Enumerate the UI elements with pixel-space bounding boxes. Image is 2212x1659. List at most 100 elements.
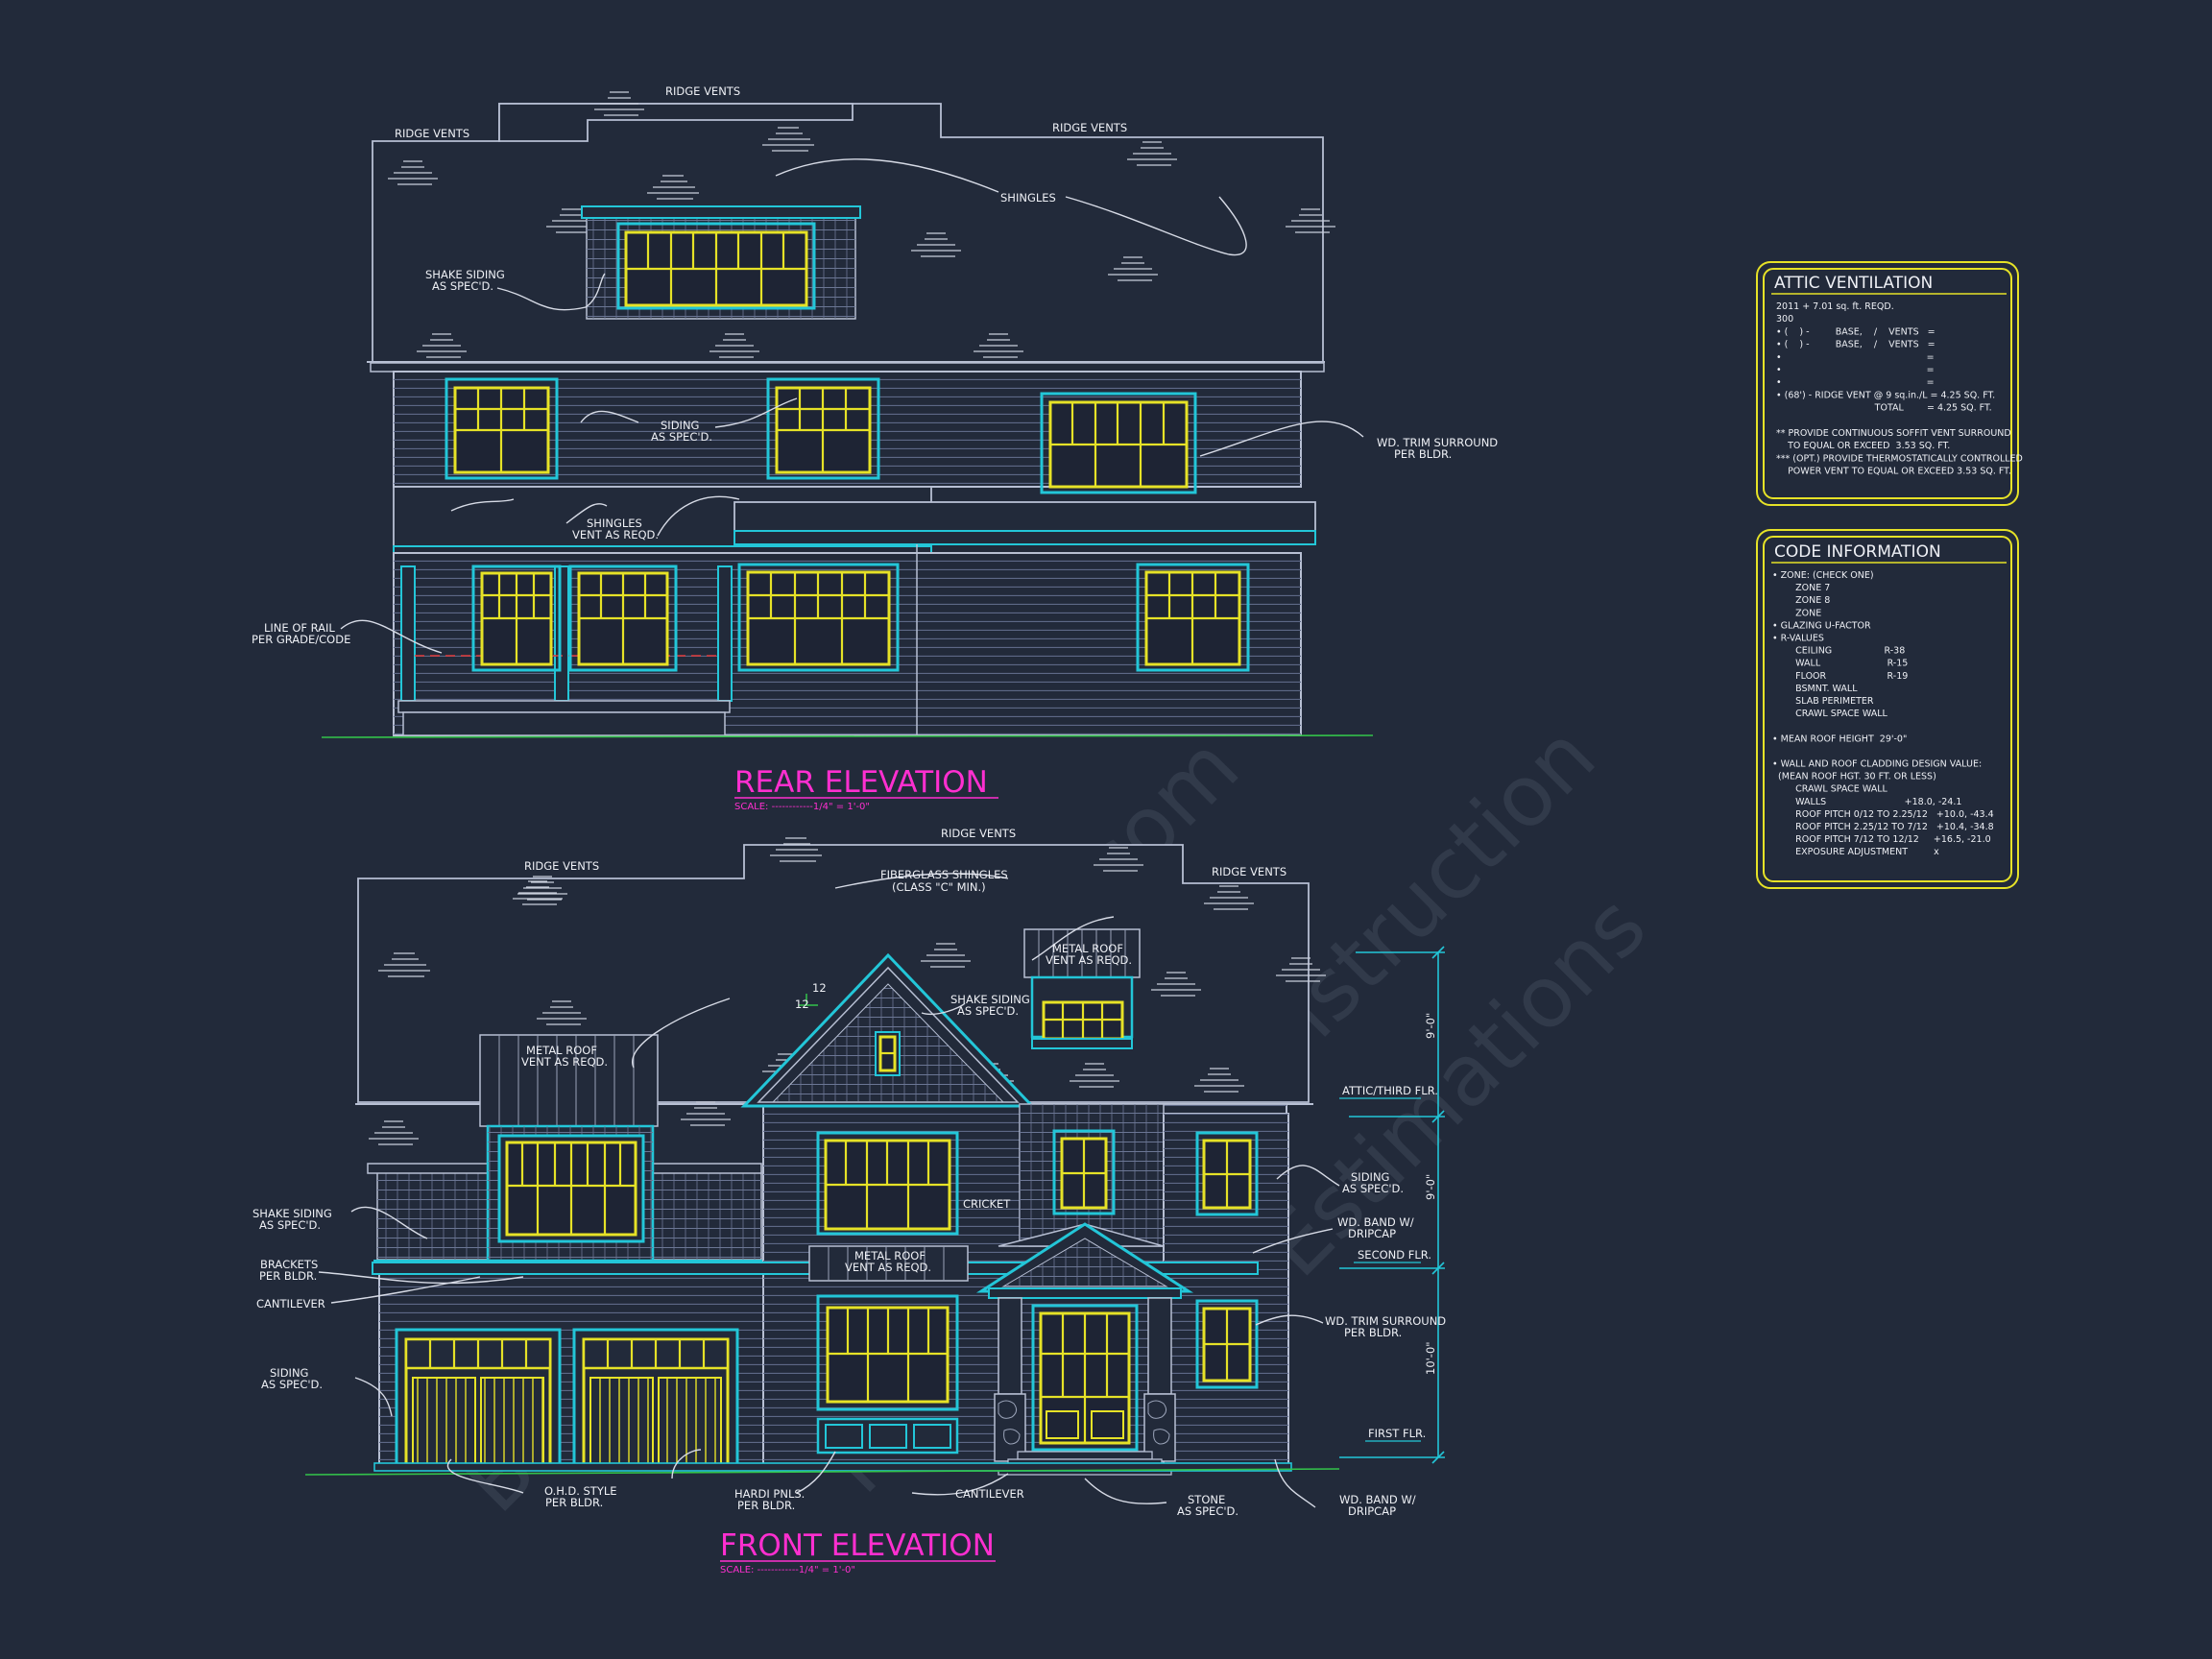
front-note-shake-left-2: AS SPEC'D. [259,1218,321,1232]
attic-line: ** PROVIDE CONTINUOUS SOFFIT VENT SURROU… [1776,428,2011,439]
dim-middle: 9'-0" [1424,1174,1437,1200]
attic-line: 2011 + 7.01 sq. ft. REQD. [1776,301,1894,312]
attic-line: TO EQUAL OR EXCEED 3.53 SQ. FT. [1776,441,1950,451]
front-note-cricket: CRICKET [963,1197,1011,1211]
code-line: CEILING R-38 [1772,646,1905,657]
front-note-metal-roof-right: METAL ROOF [1052,942,1123,955]
dim-upper: 9'-0" [1424,1013,1437,1039]
attic-line: 300 [1776,314,1793,325]
front-note-cantilever-bottom: CANTILEVER [955,1487,1024,1501]
rear-note-shingles: SHINGLES [1000,191,1056,204]
front-note-ridge-vents-center: RIDGE VENTS [941,827,1016,840]
code-line: • MEAN ROOF HEIGHT 29'-0" [1772,733,1907,744]
front-level-first: FIRST FLR. [1368,1427,1426,1440]
front-note-siding-right: SIDING [1351,1170,1389,1184]
front-note-band-bottom-2: DRIPCAP [1348,1504,1396,1518]
rear-second-floor-window-middle [766,377,880,480]
front-note-ohd-2: PER BLDR. [545,1496,603,1509]
front-note-shake-center: SHAKE SIDING [950,993,1030,1006]
front-note-brackets: BRACKETS [260,1258,318,1271]
attic-line: TOTAL = 4.25 SQ. FT. [1776,403,1992,414]
rear-note-siding: SIDING [661,419,699,432]
rear-second-floor-window-left [445,377,559,480]
rear-note-shingles-vent: SHINGLES [587,517,642,530]
front-note-ridge-vents-left: RIDGE VENTS [524,859,599,873]
rear-note-trim-surround-2: PER BLDR. [1394,447,1452,461]
code-line: • R-VALUES [1772,634,1824,644]
front-level-attic: ATTIC/THIRD FLR. [1342,1084,1438,1097]
code-line: • WALL AND ROOF CLADDING DESIGN VALUE: [1772,759,1982,770]
attic-line: • ( ) - BASE, / VENTS = [1776,326,1936,337]
front-note-hardi-2: PER BLDR. [737,1499,795,1512]
code-line: CRAWL SPACE WALL [1772,709,1887,719]
front-first-floor-window-right [1202,1307,1252,1382]
dim-lower: 10'-0" [1424,1341,1437,1375]
rear-second-floor-window-right [1040,392,1197,494]
front-note-metal-roof-left: METAL ROOF [526,1044,597,1057]
rear-note-line-of-rail-2: PER GRADE/CODE [252,633,350,646]
front-note-hardi: HARDI PNLS. [734,1487,805,1501]
front-attic-dormer-window [1042,1000,1124,1041]
code-line: CRAWL SPACE WALL [1772,784,1887,795]
front-note-metal-roof-left-2: VENT AS REQD. [521,1055,608,1069]
front-note-band-right-2: DRIPCAP [1348,1227,1396,1240]
front-level-second: SECOND FLR. [1358,1248,1431,1262]
attic-ventilation-panel: ATTIC VENTILATION 2011 + 7.01 sq. ft. RE… [1756,261,2023,506]
rear-note-line-of-rail: LINE OF RAIL [264,621,335,635]
front-entry-door [1039,1311,1131,1445]
code-line: ROOF PITCH 7/12 TO 12/12 +16.5, -21.0 [1772,834,1991,845]
code-information-panel: CODE INFORMATION • ZONE: (CHECK ONE) ZON… [1756,529,2019,889]
front-note-metal-roof-center: METAL ROOF [854,1249,926,1262]
front-note-stone-2: AS SPEC'D. [1177,1504,1238,1518]
rear-first-floor-window-1 [471,565,562,672]
front-note-siding-right-2: AS SPEC'D. [1342,1182,1404,1195]
front-note-siding-left: SIDING [270,1366,308,1380]
attic-line: • = [1776,365,1935,375]
front-note-cantilever-left: CANTILEVER [256,1297,325,1310]
front-note-trim-right-2: PER BLDR. [1344,1326,1402,1339]
front-note-ridge-vents-right: RIDGE VENTS [1212,865,1286,878]
code-line: ZONE [1772,608,1821,618]
front-garage-door-right [572,1328,739,1471]
rear-note-shake-siding-2: AS SPEC'D. [432,279,493,293]
front-elevation: 9'-0" 9'-0" 10'-0" RIDGE VENTS RIDGE VEN… [252,827,1446,1575]
attic-line: POWER VENT TO EQUAL OR EXCEED 3.53 SQ. F… [1776,467,2011,477]
front-elevation-scale: SCALE: ------------1/4" = 1'-0" [720,1565,855,1575]
code-line: WALL R-15 [1772,659,1908,669]
front-note-trim-right: WD. TRIM SURROUND [1325,1314,1446,1328]
attic-ventilation-title: ATTIC VENTILATION [1774,274,1933,293]
front-note-band-bottom: WD. BAND W/ [1339,1493,1416,1506]
code-line: ROOF PITCH 2.25/12 TO 7/12 +10.4, -34.8 [1772,822,1994,832]
front-garage-door-left [395,1328,562,1471]
rear-elevation: RIDGE VENTS RIDGE VENTS RIDGE VENTS SHIN… [252,84,1498,812]
front-note-shake-center-2: AS SPEC'D. [957,1004,1019,1018]
front-note-band-right: WD. BAND W/ [1337,1215,1414,1229]
code-line: SLAB PERIMETER [1772,696,1874,707]
front-pitch-run: 12 [795,998,809,1011]
front-note-fiberglass-class: (CLASS "C" MIN.) [892,880,986,894]
front-note-metal-roof-center-2: VENT AS REQD. [845,1261,931,1274]
front-note-shake-left: SHAKE SIDING [252,1207,332,1220]
rear-elevation-title: REAR ELEVATION [734,765,988,800]
attic-line: • (68') - RIDGE VENT @ 9 sq.in./L = 4.25… [1776,390,1995,400]
rear-dormer-window [624,230,808,307]
code-line: • GLAZING U-FACTOR [1772,620,1871,631]
front-note-ohd: O.H.D. STYLE [544,1484,617,1498]
front-elevation-title: FRONT ELEVATION [720,1528,995,1563]
rear-first-floor-window-3 [737,563,900,672]
front-note-metal-roof-right-2: VENT AS REQD. [1046,953,1132,967]
front-note-stone: STONE [1188,1493,1225,1506]
front-hardi-panels [816,1417,959,1455]
front-note-fiberglass-shingles: FIBERGLASS SHINGLES [880,868,1008,881]
rear-note-shingles-vent-2: VENT AS REQD. [572,528,659,541]
rear-note-trim-surround: WD. TRIM SURROUND [1377,436,1498,449]
attic-ventilation-lines: 2011 + 7.01 sq. ft. REQD. 300• ( ) - BASE… [1776,301,2023,477]
rear-first-floor-window-2 [568,565,678,672]
rear-note-shake-siding: SHAKE SIDING [425,268,505,281]
code-line: FLOOR R-19 [1772,671,1908,682]
code-information-lines: • ZONE: (CHECK ONE) ZONE 7 ZONE 8 ZONE• … [1772,570,1994,857]
front-first-floor-window-center [826,1306,950,1404]
code-line: ZONE 8 [1772,595,1830,606]
front-second-floor-window-center-right [1060,1137,1108,1210]
